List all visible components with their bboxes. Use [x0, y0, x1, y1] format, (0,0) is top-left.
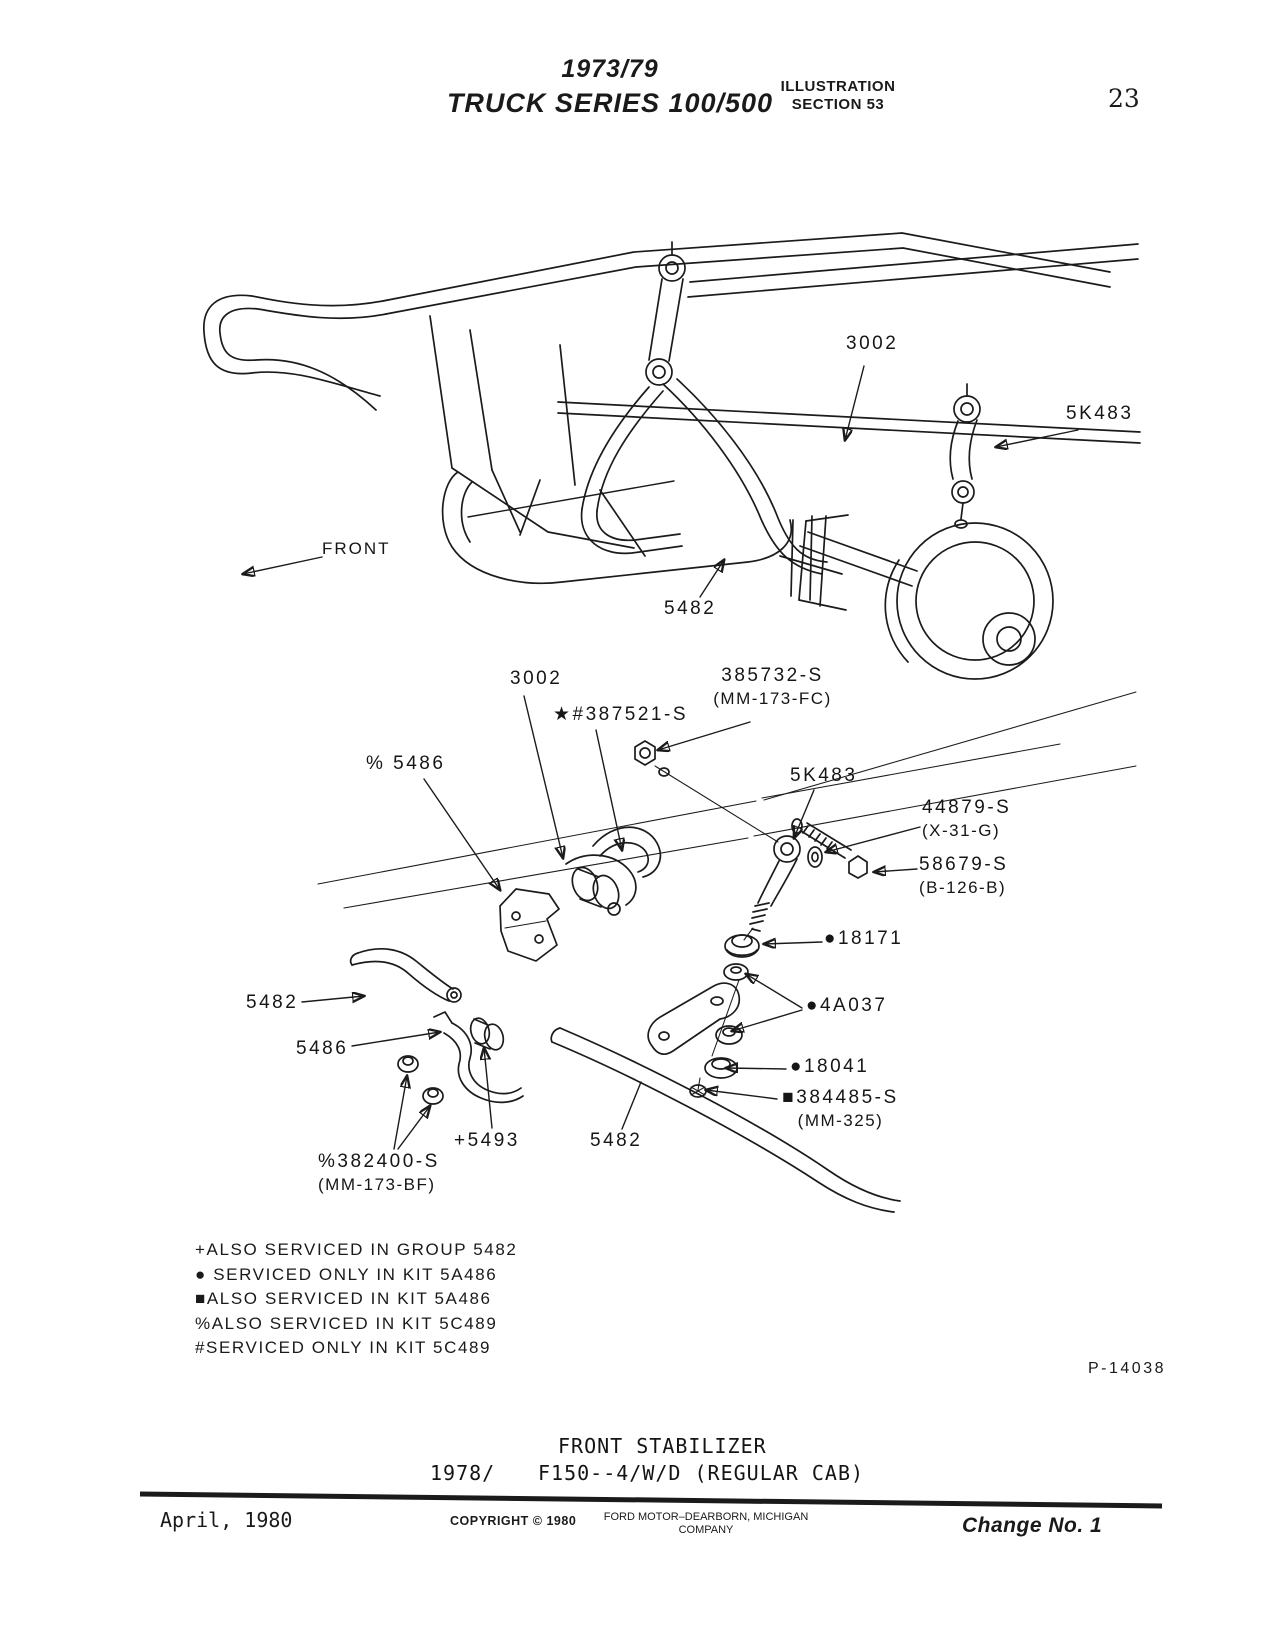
service-legend: +ALSO SERVICED IN GROUP 5482 ● SERVICED … — [195, 1238, 517, 1361]
part-label-3002-top: 3002 — [846, 333, 899, 354]
part-label-384485: ■384485-S (MM-325) — [782, 1087, 899, 1130]
part-label-44879: 44879-S (X-31-G) — [922, 797, 1012, 840]
illustration-section-heading: ILLUSTRATION SECTION 53 — [780, 78, 896, 113]
front-direction-label: FRONT — [322, 539, 391, 558]
part-label-5k483-mid: 5K483 — [790, 765, 858, 786]
part-label-5482-bottom: 5482 — [590, 1130, 643, 1151]
part-label-382400: %382400-S (MM-173-BF) — [318, 1151, 440, 1194]
part-label-5486-lower: 5486 — [296, 1038, 349, 1059]
footer-rule — [139, 1491, 1163, 1509]
series-name: TRUCK SERIES 100/500 — [446, 88, 774, 118]
legend-line: %ALSO SERVICED IN KIT 5C489 — [195, 1313, 498, 1333]
upper-view-axle-drum — [779, 514, 1054, 680]
change-number: Change No. 1 — [962, 1514, 1103, 1537]
figure-number: P-14038 — [1088, 1360, 1166, 1377]
publisher: FORD MOTOR–DEARBORN, MICHIGAN COMPANY — [603, 1511, 809, 1536]
copyright-notice: COPYRIGHT © 1980 — [450, 1514, 577, 1528]
part-label-4a037: ●4A037 — [806, 995, 888, 1016]
mid-view-hardware-chain — [634, 740, 868, 1098]
upper-view-stabilizer-bar — [557, 378, 1141, 575]
part-label-18171: ●18171 — [824, 928, 904, 949]
legend-line: +ALSO SERVICED IN GROUP 5482 — [195, 1240, 518, 1259]
series-years: 1973/79 — [561, 55, 659, 83]
part-label-5486-upper: % 5486 — [366, 753, 446, 774]
legend-line: #SERVICED ONLY IN KIT 5C489 — [195, 1338, 492, 1358]
figure-title: FRONT STABILIZER — [558, 1434, 767, 1458]
figure-year: 1978/ — [430, 1461, 496, 1485]
publication-date: April, 1980 — [160, 1508, 293, 1532]
upper-view-stabilizer-links — [645, 241, 1139, 529]
part-label-5k483-top: 5K483 — [1066, 403, 1134, 424]
part-label-385732: 385732-S (MM-173-FC) — [713, 665, 832, 708]
legend-line: ■ALSO SERVICED IN KIT 5A486 — [195, 1289, 492, 1309]
part-label-5482-top: 5482 — [664, 598, 717, 619]
legend-line: ● SERVICED ONLY IN KIT 5A486 — [195, 1264, 498, 1284]
part-label-387521: ★#387521-S — [553, 704, 689, 725]
mid-view-bar-and-clamps — [349, 826, 901, 1213]
page-number: 23 — [1108, 84, 1140, 113]
upper-view-frame — [203, 232, 1111, 585]
part-label-5482-left: 5482 — [246, 992, 299, 1013]
series-title: 1973/79 TRUCK SERIES 100/500 — [400, 52, 820, 120]
part-label-5493: +5493 — [454, 1130, 520, 1151]
part-label-58679: 58679-S (B-126-B) — [919, 854, 1009, 897]
mid-view-phantom-lines — [317, 691, 1137, 1091]
part-label-18041: ●18041 — [790, 1056, 870, 1077]
leader-lines — [243, 365, 1079, 1150]
part-label-3002-mid: 3002 — [510, 668, 563, 689]
figure-model: F150--4/W/D (REGULAR CAB) — [538, 1461, 865, 1485]
